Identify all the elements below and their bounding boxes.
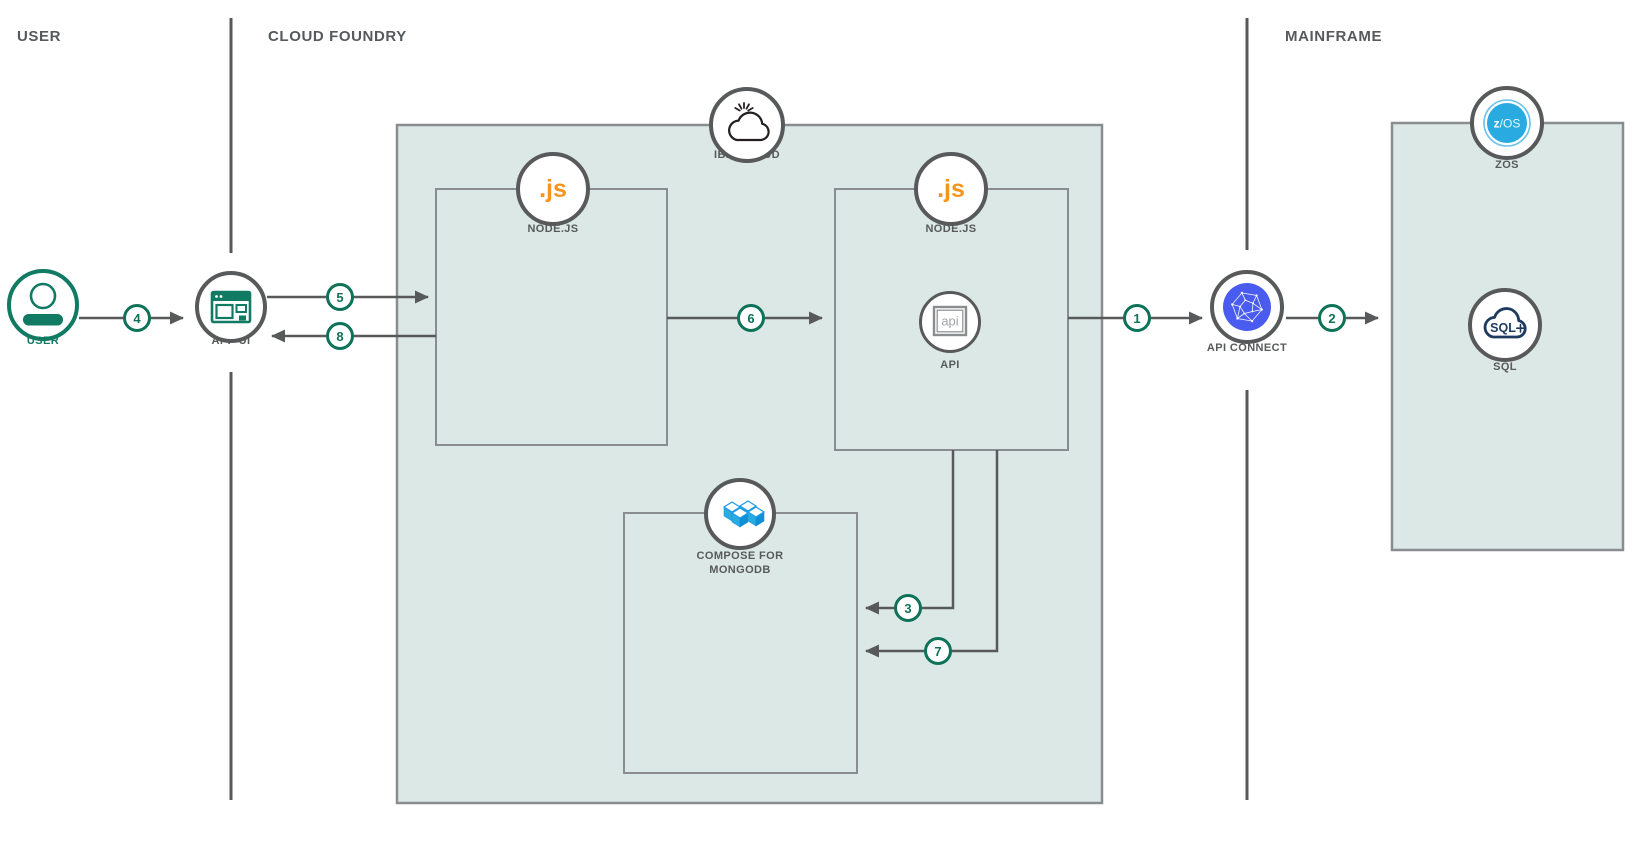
app-ui-node xyxy=(195,271,267,343)
nodejs-left-node-label: NODE.JS xyxy=(527,223,579,235)
api-node-label: API xyxy=(940,359,960,371)
nodejs-right-node-label: NODE.JS xyxy=(925,223,977,235)
person-icon xyxy=(23,282,63,326)
nodejs-icon: .js xyxy=(539,174,567,203)
step-badge-1: 1 xyxy=(1123,304,1151,332)
browser-window-icon xyxy=(210,290,252,324)
arrow-step-7 xyxy=(865,450,999,658)
mongodb-node xyxy=(704,478,776,550)
step-badge-7: 7 xyxy=(924,637,952,665)
zos-node-label: ZOS xyxy=(1495,159,1519,171)
mongodb-cubes-icon xyxy=(723,500,765,528)
section-label-user: USER xyxy=(17,28,62,45)
zos-node: z/OS xyxy=(1470,86,1544,160)
user-node-label: USER xyxy=(26,335,60,347)
sql-node-label: SQL xyxy=(1493,361,1517,373)
svg-text:z/OS: z/OS xyxy=(1494,117,1521,131)
step-badge-6: 6 xyxy=(737,304,765,332)
nodejs-left-node: .js xyxy=(516,152,590,226)
section-label-cloud-foundry: CLOUD FOUNDRY xyxy=(268,28,407,45)
step-badge-5: 5 xyxy=(326,283,354,311)
sql-cloud-icon: SQL xyxy=(1483,307,1527,339)
flow-arrows xyxy=(79,290,1379,658)
step-badge-2: 2 xyxy=(1318,304,1346,332)
cloud-sun-icon xyxy=(728,102,770,142)
ibm-cloud-node xyxy=(709,87,785,163)
mongodb-label-line1: COMPOSE FOR xyxy=(696,550,784,562)
step-badge-4: 4 xyxy=(123,304,151,332)
svg-text:api: api xyxy=(941,314,958,329)
mongodb-node-label: COMPOSE FOR MONGODB xyxy=(697,549,784,577)
arrow-step-3 xyxy=(865,450,955,615)
step-badge-8: 8 xyxy=(326,322,354,350)
mongodb-label-line2: MONGODB xyxy=(709,564,771,576)
user-node xyxy=(7,269,79,341)
nodejs-right-node: .js xyxy=(914,152,988,226)
sql-node: SQL xyxy=(1468,288,1542,362)
cloud-foundry-panel xyxy=(395,123,1104,805)
api-connect-mesh-icon xyxy=(1223,283,1271,331)
api-connect-node xyxy=(1210,270,1284,344)
api-node: api xyxy=(919,291,981,353)
api-connect-node-label: API CONNECT xyxy=(1206,342,1288,354)
svg-text:SQL: SQL xyxy=(1490,321,1516,335)
nodejs-icon: .js xyxy=(937,174,965,203)
step-badge-3: 3 xyxy=(894,594,922,622)
zos-icon: z/OS xyxy=(1483,99,1531,147)
section-label-mainframe: MAINFRAME xyxy=(1285,28,1383,45)
api-icon: api xyxy=(932,305,968,337)
